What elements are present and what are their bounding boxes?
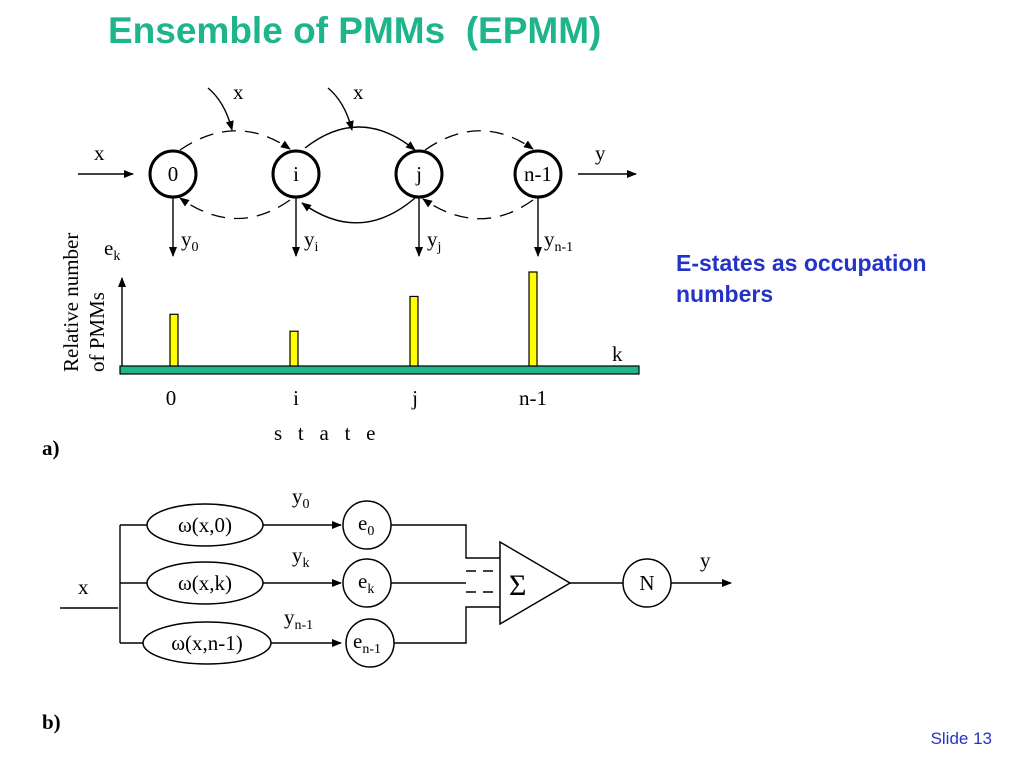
top-input-label-1: x	[233, 80, 244, 104]
state-tick-label: i	[293, 386, 299, 410]
state-output-label-n1: yn-1	[544, 227, 573, 255]
occupation-bar	[528, 271, 538, 367]
branch-output-label-n1: yn-1	[284, 605, 313, 633]
state-output-label-j: yj	[427, 227, 441, 255]
ensemble-block-diagram: x ω(x,0) y0 e0 ω(x,k) yk ek ω(x,n-1) yn-…	[60, 484, 732, 668]
state-node-label: i	[293, 162, 299, 186]
slide-number: Slide 13	[930, 729, 992, 748]
state-output-label-i: yi	[304, 227, 319, 255]
branch-output-label-k: yk	[292, 543, 310, 571]
sum-input-n1	[394, 606, 500, 644]
top-input-label-2: x	[353, 80, 364, 104]
slide-title: Ensemble of PMMs (EPMM)	[108, 10, 602, 51]
e-node-label-0: e0	[358, 511, 374, 539]
occupation-bar	[169, 313, 179, 367]
x-axis-end-label: k	[612, 342, 623, 366]
state-node-label: n-1	[524, 162, 552, 186]
panel-label-a: a)	[42, 436, 60, 460]
state-node-n1: n-1	[513, 149, 563, 199]
chain-output-label: y	[595, 141, 606, 165]
occupation-bars	[169, 271, 538, 367]
transition-j-to-i	[301, 197, 416, 224]
top-input-arrow-1	[207, 87, 234, 131]
chain-input-label: x	[94, 141, 105, 165]
state-node-0: 0	[148, 149, 198, 199]
x-axis-title: s t a t e	[274, 421, 375, 445]
state-node-i: i	[271, 149, 321, 199]
branch-output-label-0: y0	[292, 484, 310, 512]
transition-i-to-j	[304, 126, 416, 151]
block-output-label: y	[700, 548, 711, 572]
state-tick-label: n-1	[519, 386, 547, 410]
state-node-j: j	[394, 149, 444, 199]
state-tick-label: j	[411, 386, 418, 410]
e-node-label-k: ek	[358, 569, 374, 597]
sum-symbol: Σ	[509, 569, 526, 602]
transition-n1-to-j	[422, 198, 534, 220]
y-axis-label: ek	[104, 236, 120, 264]
e-node-label-n1: en-1	[353, 629, 381, 657]
pmm-label-n1: ω(x,n-1)	[171, 631, 243, 655]
state-axis-band	[119, 365, 640, 375]
state-node-label: j	[415, 162, 422, 186]
top-input-arrow-2	[327, 87, 354, 131]
state-output-label-0: y0	[181, 227, 199, 255]
sum-input-0	[391, 524, 500, 559]
pmm-label-0: ω(x,0)	[178, 513, 232, 537]
transition-j-to-n1	[424, 130, 534, 151]
y-axis-title-line-1: Relative number	[59, 233, 83, 372]
occupation-bar-chart: ek Relative number of PMMs k 0 i j n-1 s…	[59, 233, 640, 445]
y-axis-title-line-2: of PMMs	[85, 292, 109, 372]
transition-0-to-i	[179, 130, 291, 151]
state-tick-label: 0	[166, 386, 177, 410]
pmm-label-k: ω(x,k)	[178, 571, 232, 595]
state-node-label: 0	[168, 162, 179, 186]
summation-block	[499, 540, 572, 626]
transition-i-to-0	[179, 197, 291, 220]
state-chain-diagram: x y x x 0 i j n-1	[78, 80, 637, 257]
block-input-label: x	[78, 575, 89, 599]
occupation-bar	[409, 295, 419, 367]
panel-label-b: b)	[42, 710, 61, 734]
normalizer-label: N	[639, 571, 654, 595]
occupation-bar	[289, 330, 299, 367]
side-note: E-states as occupation numbers	[676, 250, 927, 307]
